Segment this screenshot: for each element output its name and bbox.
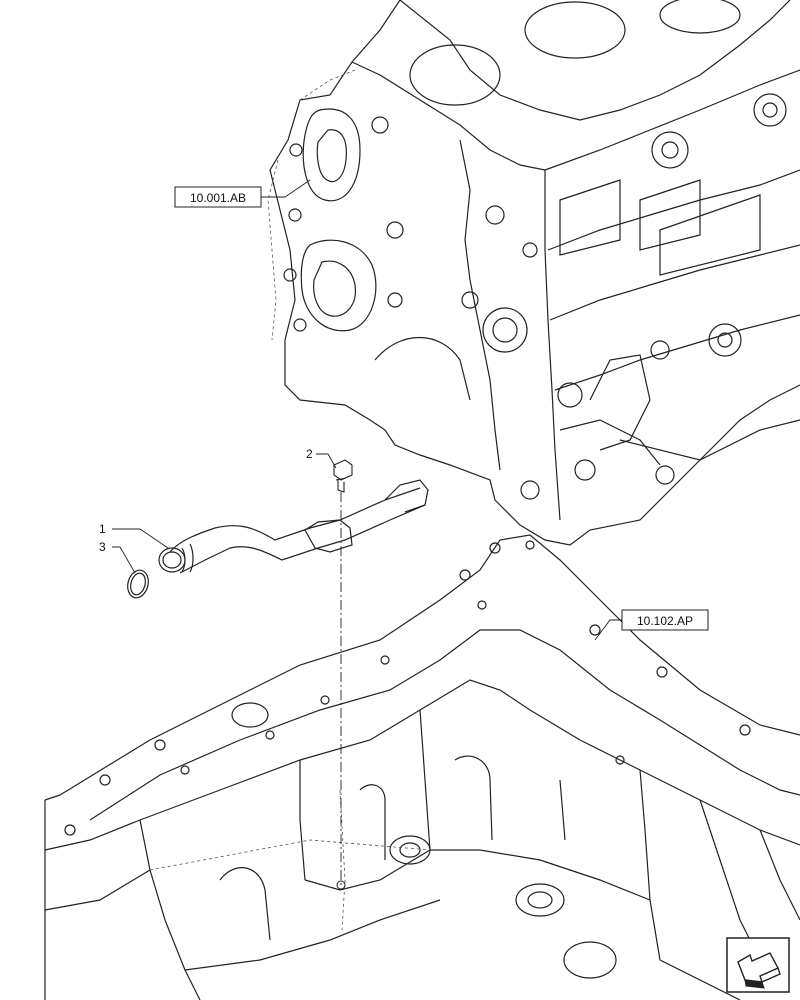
mount-hole-mark: [336, 880, 346, 890]
callout-3-label: 3: [99, 540, 106, 554]
bolt-part[interactable]: [333, 459, 353, 493]
ref-label-block: 10.001.AB: [190, 191, 246, 205]
ref-box-block[interactable]: 10.001.AB: [174, 186, 262, 208]
ref-box-oilpan[interactable]: 10.102.AP: [621, 609, 709, 631]
oil-pan-illustration: [44, 534, 800, 1000]
callout-leaders: [112, 179, 622, 641]
hidden-edges: [149, 69, 431, 931]
oil-suction-pipe[interactable]: [158, 479, 429, 574]
engine-block-illustration: [269, 0, 800, 546]
callout-1-label: 1: [99, 522, 106, 536]
next-page-arrow-icon[interactable]: [726, 937, 790, 993]
o-ring-part[interactable]: [125, 568, 152, 600]
callout-2-label: 2: [306, 447, 313, 461]
ref-label-oilpan: 10.102.AP: [637, 614, 693, 628]
